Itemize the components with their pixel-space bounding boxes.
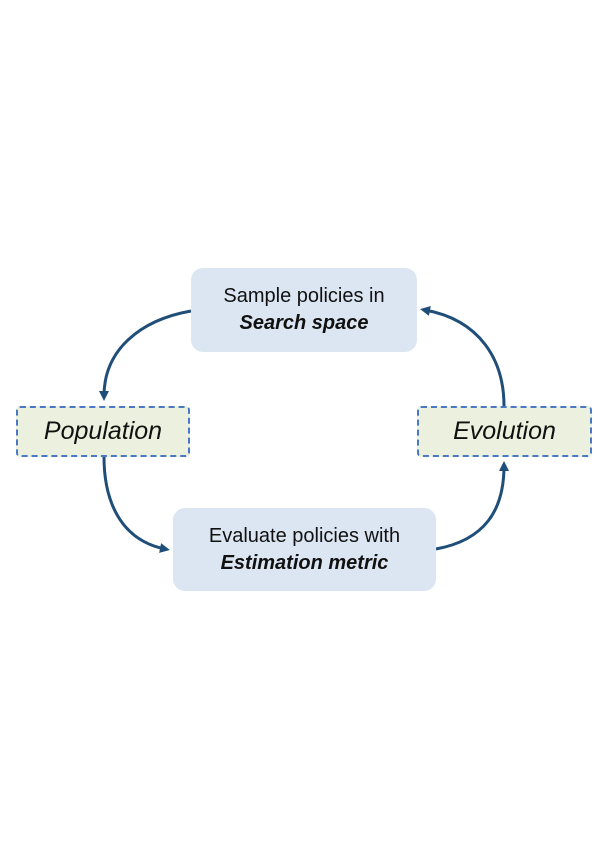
estimation-metric-text: Estimation metric bbox=[220, 551, 389, 574]
arrow-evaluate-to-evolution bbox=[435, 461, 509, 551]
arrow-population-to-evaluate bbox=[102, 456, 170, 553]
population-label: Population bbox=[43, 417, 163, 445]
sample-policies-box: Sample policies in Search space bbox=[191, 268, 417, 352]
search-space-text: Search space bbox=[239, 312, 369, 334]
arrow-sample-to-population bbox=[99, 309, 192, 401]
arrow-evolution-to-sample bbox=[420, 305, 506, 407]
evaluate-policies-box: Evaluate policies with Estimation metric bbox=[173, 508, 436, 591]
population-box: Population bbox=[16, 406, 190, 457]
evaluate-policies-text: Evaluate policies with bbox=[208, 524, 401, 547]
sample-policies-text: Sample policies in bbox=[223, 285, 385, 307]
evolution-box: Evolution bbox=[417, 406, 592, 457]
evolution-label: Evolution bbox=[453, 417, 556, 445]
